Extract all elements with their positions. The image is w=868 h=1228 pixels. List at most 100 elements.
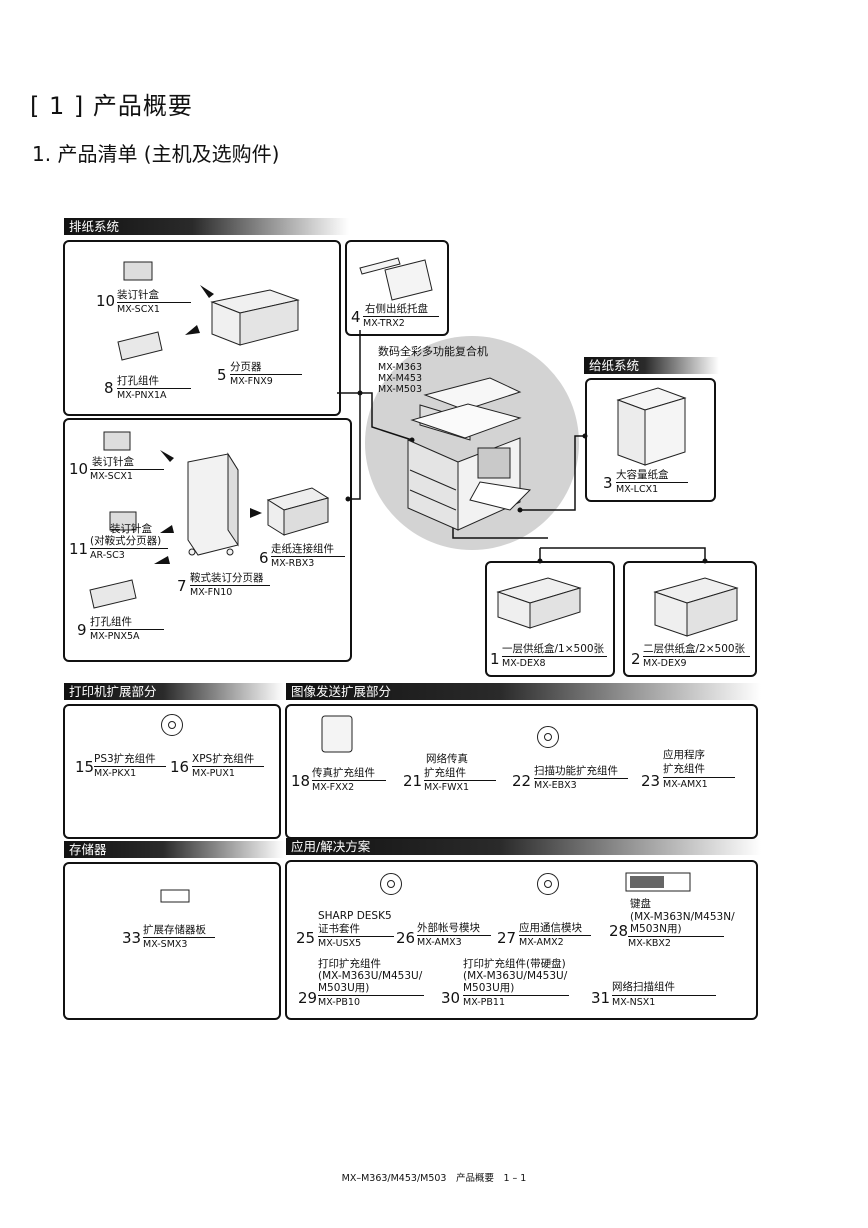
- section-bar-storage: 存储器: [64, 841, 284, 858]
- item-code: MX-USX5: [318, 936, 394, 949]
- item-number: 10: [69, 460, 89, 478]
- item-code: MX-PKX1: [94, 766, 166, 779]
- memory-board-illustration: [160, 889, 190, 903]
- item-name: SHARP DESK5: [318, 910, 392, 922]
- item-number: 33: [122, 929, 142, 947]
- item-number: 6: [259, 549, 269, 567]
- item-number: 4: [351, 308, 361, 326]
- item-code: MX-EBX3: [534, 778, 628, 791]
- item-code: MX-FN10: [190, 585, 270, 598]
- item-name-3: M503U用): [463, 982, 515, 994]
- item-name-2: 扩充组件: [663, 763, 705, 775]
- staple-cartridge-illustration: [103, 261, 153, 531]
- item-code: MX-PB10: [318, 995, 424, 1008]
- item-name: 装订针盒: [117, 289, 159, 301]
- item-number: 25: [296, 929, 316, 947]
- item-number: 31: [591, 989, 611, 1007]
- item-name-3: M503N用): [630, 923, 682, 935]
- item-name-2: 扩充组件: [424, 767, 466, 779]
- item-code: MX-SCX1: [117, 302, 191, 315]
- item-name: 扫描功能扩充组件: [534, 765, 618, 777]
- item-number: 16: [170, 758, 190, 776]
- item-code: MX-FXX2: [312, 780, 386, 793]
- page-footer: MX–M363/M453/M503 产品概要 1 – 1: [341, 1173, 527, 1184]
- cd-icon-apps-2: [537, 873, 559, 895]
- item-number: 26: [396, 929, 416, 947]
- item-number: 27: [497, 929, 517, 947]
- arrows: [154, 285, 262, 564]
- item-name: PS3扩充组件: [94, 753, 156, 765]
- item-name: XPS扩充组件: [192, 753, 255, 765]
- item-name: 大容量纸盒: [616, 469, 669, 481]
- section-bar-feed: 给纸系统: [584, 357, 719, 374]
- item-name: 扩展存储器板: [143, 924, 206, 936]
- item-name: 键盘: [630, 898, 651, 910]
- item-code: MX-DEX9: [643, 656, 750, 669]
- item-code: MX-PUX1: [192, 766, 264, 779]
- section-bar-image-send: 图像发送扩展部分: [286, 683, 761, 700]
- item-name: 应用程序: [663, 749, 705, 761]
- item-name: 打孔组件: [90, 616, 132, 628]
- item-name: 分页器: [230, 361, 262, 373]
- item-code: MX-SCX1: [90, 469, 164, 482]
- drawer-dex8-illustration: [496, 577, 582, 629]
- finisher-illustration: [210, 289, 300, 346]
- item-number: 22: [512, 772, 532, 790]
- box-printer-ext: [63, 704, 281, 839]
- item-number: 1: [490, 650, 500, 668]
- item-name: 右侧出纸托盘: [365, 303, 428, 315]
- item-code: MX-RBX3: [271, 556, 345, 569]
- item-code: MX-FNX9: [230, 374, 302, 387]
- item-code: MX-PB11: [463, 995, 569, 1008]
- item-number: 8: [104, 379, 114, 397]
- large-cassette-illustration: [616, 387, 687, 466]
- item-name: 网络扫描组件: [612, 981, 675, 993]
- item-number: 2: [631, 650, 641, 668]
- item-number: 9: [77, 621, 87, 639]
- item-number: 18: [291, 772, 311, 790]
- section-bar-apps: 应用/解决方案: [286, 838, 761, 855]
- item-name: 装订针盒: [92, 456, 134, 468]
- box-image-send: [285, 704, 758, 839]
- fax-kit-illustration: [321, 715, 353, 753]
- main-unit-model-3: MX-M503: [378, 384, 422, 395]
- item-number: 28: [609, 922, 629, 940]
- box-storage: [63, 862, 281, 1020]
- item-name-2: (对鞍式分页器): [90, 535, 162, 547]
- item-code: MX-DEX8: [502, 656, 607, 669]
- cd-icon-scan: [537, 726, 559, 748]
- page-title: [ 1 ] 产品概要: [30, 92, 193, 120]
- item-name-2: 证书套件: [318, 923, 360, 935]
- item-name: 二层供纸盒/2×500张: [643, 643, 746, 655]
- item-code: MX-FWX1: [424, 780, 496, 793]
- drawer-dex9-illustration: [653, 577, 739, 637]
- section-bar-exit: 排纸系统: [64, 218, 349, 235]
- item-code: MX-AMX2: [519, 935, 591, 948]
- item-name-2: (MX-M363U/M453U/: [463, 970, 568, 982]
- cd-icon-printer: [161, 714, 183, 736]
- item-number: 30: [441, 989, 461, 1007]
- item-name: 应用通信模块: [519, 922, 582, 934]
- item-name-2: (MX-M363U/M453U/: [318, 970, 423, 982]
- item-name-2: (MX-M363N/M453N/: [630, 911, 735, 923]
- item-code: MX-PNX5A: [90, 629, 164, 642]
- item-number: 7: [177, 577, 187, 595]
- keyboard-keys: [630, 876, 664, 888]
- item-name: 鞍式装订分页器: [190, 572, 264, 584]
- item-name: 走纸连接组件: [271, 543, 334, 555]
- item-code: MX-KBX2: [628, 936, 724, 949]
- item-code: MX-LCX1: [616, 482, 688, 495]
- item-number: 11: [69, 540, 89, 558]
- item-name: 打印扩充组件(带硬盘): [463, 958, 566, 970]
- item-code: AR-SC3: [90, 548, 168, 561]
- saddle-finisher-illustration: [187, 452, 239, 556]
- item-name: 网络传真: [426, 753, 468, 765]
- item-name: 打孔组件: [117, 375, 159, 387]
- item-code: MX-TRX2: [363, 316, 439, 329]
- item-name: 打印扩充组件: [318, 958, 381, 970]
- item-code: MX-AMX1: [663, 777, 735, 790]
- item-number: 21: [403, 772, 423, 790]
- item-number: 5: [217, 366, 227, 384]
- item-number: 29: [298, 989, 318, 1007]
